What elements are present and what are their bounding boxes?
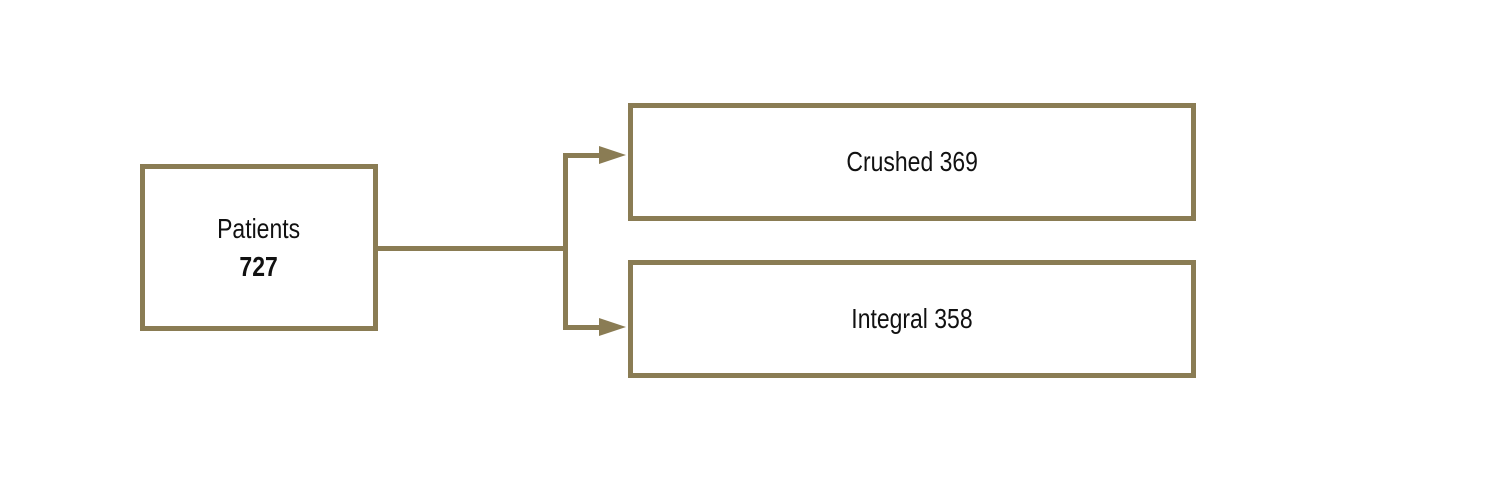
edge-to-crushed <box>563 153 601 158</box>
node-crushed-text: Crushed 369 <box>846 143 977 181</box>
node-integral-text: Integral 358 <box>851 300 972 338</box>
arrowhead-crushed-icon <box>599 146 626 164</box>
crushed-count: 369 <box>939 146 978 178</box>
edge-to-integral <box>563 325 601 330</box>
integral-count: 358 <box>934 303 973 335</box>
crushed-label: Crushed <box>846 146 934 178</box>
patients-count: 727 <box>239 250 279 282</box>
arrowhead-integral-icon <box>599 318 626 336</box>
node-crushed: Crushed 369 <box>628 103 1196 221</box>
integral-label: Integral <box>851 303 928 335</box>
edge-patients-main <box>378 246 568 251</box>
node-patients: Patients 727 <box>140 164 378 331</box>
node-patients-text: Patients 727 <box>218 210 301 286</box>
node-integral: Integral 358 <box>628 260 1196 378</box>
patients-label: Patients <box>217 212 301 244</box>
edge-branch-vertical <box>563 153 568 330</box>
